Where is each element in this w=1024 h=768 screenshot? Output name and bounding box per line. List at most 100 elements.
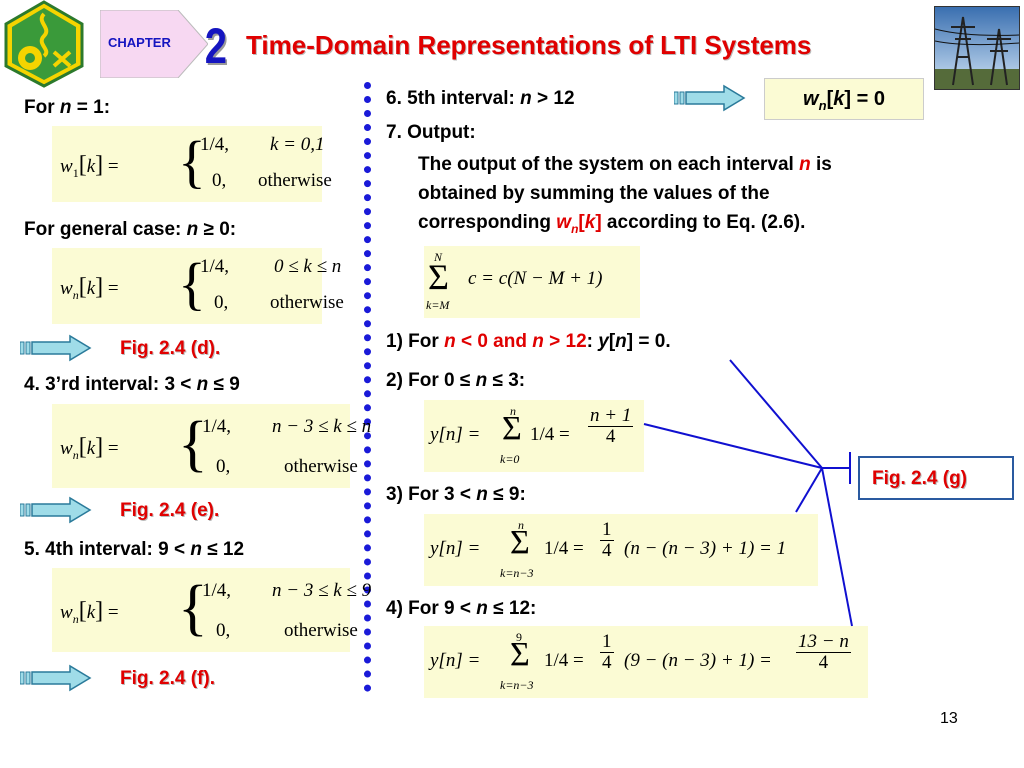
heading-interval-5: 5. 4th interval: 9 < n ≤ 12: [24, 539, 244, 561]
case-var: n: [475, 370, 488, 391]
heading-text: ≥ 0:: [198, 219, 237, 240]
heading-interval-4: 4. 3’rd interval: 3 < n ≤ 9: [24, 374, 240, 396]
equation-wn-interval4: wn[k] = { 1/4, n − 3 ≤ k ≤ n 0, otherwis…: [52, 404, 371, 488]
case-var: y: [598, 331, 609, 352]
chapter-tab: CHAPTER: [100, 10, 208, 78]
page-number: 13: [940, 710, 958, 727]
sum-lower: k=n−3: [500, 566, 534, 580]
case-var: n: [615, 331, 627, 352]
sum-body: c = c(N − M + 1): [468, 268, 603, 289]
eq-case2-cond: otherwise: [284, 620, 358, 641]
interval6-result: wn[k] = 0: [764, 78, 924, 120]
case-text: 3) For 3 <: [386, 484, 477, 505]
eq-case1-cond: n − 3 ≤ k ≤ 9: [272, 580, 372, 601]
case-text: > 12: [543, 331, 587, 352]
eq-lhs: y[n] =: [430, 424, 481, 445]
heading-text: ≤ 9: [208, 374, 240, 395]
arrow-icon: [674, 84, 746, 112]
page-title: Time-Domain Representations of LTI Syste…: [246, 30, 812, 60]
eq-case1: 1/4,: [200, 256, 230, 277]
sum-upper: N: [434, 250, 443, 264]
sum-upper: n: [518, 518, 524, 532]
paragraph-var: n: [799, 154, 811, 175]
heading-var: n: [186, 219, 199, 240]
arrow-icon: [20, 496, 92, 524]
eq-case2: 0,: [214, 292, 229, 313]
frac-denominator: 4: [602, 540, 612, 561]
eq-case2-cond: otherwise: [270, 292, 344, 313]
fig-ref-g-label: Fig. 2.4 (g): [872, 468, 967, 489]
heading-interval-6: 6. 5th interval: n > 12: [386, 88, 575, 110]
case-text: ≤ 12:: [487, 598, 537, 619]
power-lines-image: [934, 6, 1020, 90]
eq-arg: k: [86, 602, 96, 623]
paragraph-var: k: [584, 212, 596, 233]
equation-wn-interval5: wn[k] = { 1/4, n − 3 ≤ k ≤ 9 0, otherwis…: [52, 568, 371, 652]
sigma-icon: Σ: [502, 410, 522, 447]
paragraph-text: corresponding: [418, 212, 557, 233]
case-text: 2) For 0 ≤: [386, 370, 476, 391]
eq-case1-cond: k = 0,1: [270, 134, 325, 155]
eq-case1-cond: n − 3 ≤ k ≤ n: [272, 416, 372, 437]
eq-case1: 1/4,: [202, 416, 232, 437]
eq-body: 1/4 =: [544, 650, 584, 671]
case-text: < 0 and: [455, 331, 533, 352]
paragraph-var: w: [556, 212, 572, 233]
eq-body: 1/4 =: [544, 538, 584, 559]
case-var: n: [476, 484, 488, 505]
chapter-number: 2: [204, 18, 228, 74]
frac-numerator: 13 − n: [796, 631, 851, 653]
eq-sub: n: [72, 287, 79, 302]
fig-ref-f[interactable]: Fig. 2.4 (f).: [120, 668, 215, 689]
eq-arg: k: [86, 156, 96, 177]
eq-case1: 1/4,: [202, 580, 232, 601]
sum-lower: k=0: [500, 452, 520, 466]
eq-case2: 0,: [216, 456, 231, 477]
heading-text: 4. 3’rd interval: 3 <: [24, 374, 197, 395]
eq-body: 1/4 =: [530, 424, 570, 445]
eq-lhs: w: [60, 438, 73, 459]
eq-lhs: w: [60, 278, 73, 299]
heading-text: ≤ 12: [201, 539, 245, 560]
case-3: 3) For 3 < n ≤ 9:: [386, 484, 526, 506]
heading-var: n: [196, 374, 209, 395]
heading-text: For general case:: [24, 219, 187, 240]
frac-denominator: 4: [605, 426, 616, 447]
sigma-icon: Σ: [510, 524, 530, 561]
case-text: ] = 0.: [626, 331, 671, 352]
eq-case2-cond: otherwise: [258, 170, 332, 191]
case-4: 4) For 9 < n ≤ 12:: [386, 598, 536, 620]
eq-case1: 1/4,: [200, 134, 230, 155]
case-text: ≤ 3:: [487, 370, 526, 391]
sigma-icon: Σ: [428, 257, 449, 297]
fig-ref-e[interactable]: Fig. 2.4 (e).: [120, 500, 220, 521]
case-text: 1) For: [386, 331, 445, 352]
paragraph-text: according to Eq. (2.6).: [601, 212, 806, 233]
fig-ref-g[interactable]: Fig. 2.4 (g): [858, 456, 1014, 500]
heading-text: 5. 4th interval: 9 <: [24, 539, 191, 560]
eq-arg: k: [86, 278, 96, 299]
frac-numerator: n + 1: [588, 405, 634, 427]
eq-case2: 0,: [216, 620, 231, 641]
frac-denominator: 4: [602, 652, 612, 673]
eq-tail: (n − (n − 3) + 1) = 1: [624, 538, 787, 559]
case-2: 2) For 0 ≤ n ≤ 3:: [386, 370, 525, 392]
eq-lhs: w: [60, 156, 73, 177]
sum-lower: k=M: [426, 298, 450, 312]
equation-w1: w1[k] = { 1/4, k = 0,1 0, otherwise: [52, 126, 332, 202]
frac-numerator: 1: [600, 519, 614, 541]
heading-n-equals-1: For n = 1:: [24, 97, 110, 119]
sum-upper: 9: [516, 630, 522, 644]
sum-lower: k=n−3: [500, 678, 534, 692]
sigma-icon: Σ: [510, 636, 530, 673]
fig-ref-d[interactable]: Fig. 2.4 (d).: [120, 338, 221, 359]
paragraph-sub: n: [571, 221, 579, 236]
eq-case1-cond: 0 ≤ k ≤ n: [274, 256, 342, 277]
equation-wn-general: wn[k] = { 1/4, 0 ≤ k ≤ n 0, otherwise: [52, 248, 344, 324]
heading-var: n: [190, 539, 202, 560]
heading-var: n: [520, 88, 532, 109]
